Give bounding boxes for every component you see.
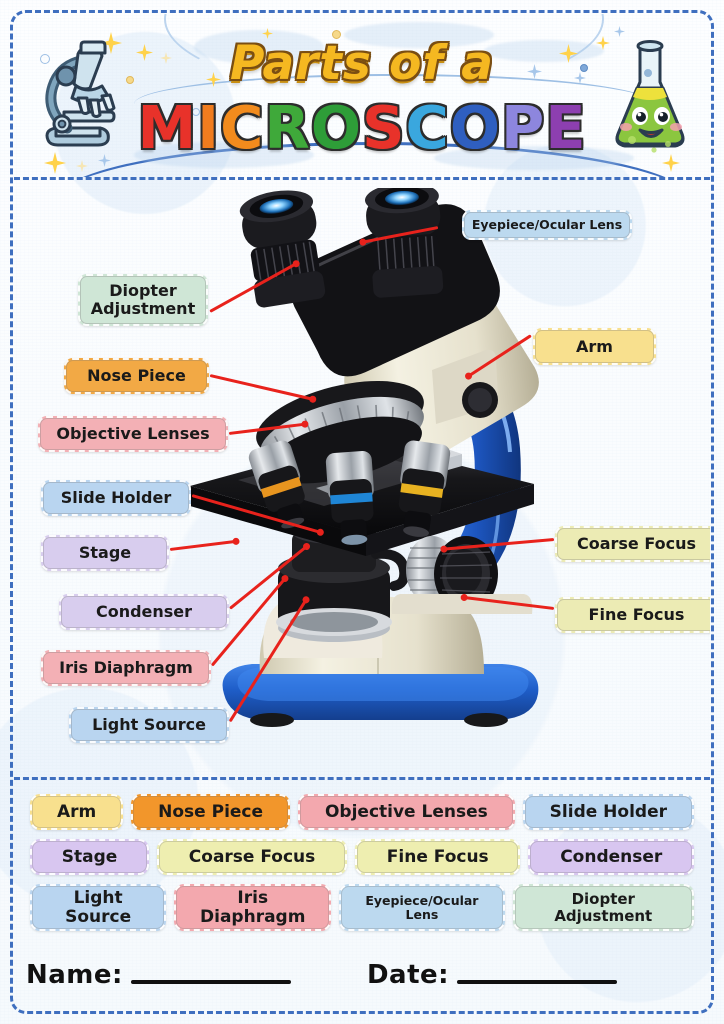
- name-field-group: Name:: [26, 960, 291, 990]
- label-iris[interactable]: Iris Diaphragm: [41, 650, 211, 686]
- dot-decoration: [332, 30, 341, 39]
- word-bank-chip[interactable]: Slide Holder: [522, 794, 694, 830]
- eyepiece-part: [365, 182, 444, 298]
- label-arm[interactable]: Arm: [533, 328, 656, 365]
- word-bank-chip[interactable]: Stage: [30, 839, 150, 875]
- date-label: Date:: [366, 960, 450, 990]
- label-slideholder[interactable]: Slide Holder: [41, 480, 191, 516]
- sparkle-icon: [262, 28, 273, 39]
- title-letter-7: O: [449, 93, 501, 162]
- microscope-mascot-icon: [34, 36, 130, 156]
- sparkle-icon: [614, 26, 625, 37]
- date-input-line[interactable]: [457, 980, 618, 984]
- page-title-line2: MICROSCOPE: [14, 98, 710, 157]
- label-diopter[interactable]: Diopter Adjustment: [78, 274, 208, 326]
- dot-decoration: [126, 76, 134, 84]
- label-coarse[interactable]: Coarse Focus: [555, 526, 710, 562]
- label-objective[interactable]: Objective Lenses: [38, 416, 228, 452]
- word-bank-chip[interactable]: Eyepiece/Ocular Lens: [339, 884, 505, 932]
- header-panel: Parts of a MICROSCOPE: [14, 14, 710, 180]
- cloud-blob: [134, 142, 314, 168]
- sparkle-icon: [76, 160, 88, 172]
- label-fine[interactable]: Fine Focus: [555, 597, 710, 633]
- word-bank-chip[interactable]: Nose Piece: [131, 794, 291, 830]
- nosepiece-part: [256, 380, 424, 484]
- title-letter-6: C: [405, 93, 450, 162]
- label-nosepiece[interactable]: Nose Piece: [64, 358, 209, 394]
- cloud-blob: [194, 30, 324, 64]
- label-lightsource[interactable]: Light Source: [69, 707, 229, 743]
- title-letter-0: M: [137, 93, 198, 162]
- fine-focus-part: [434, 536, 498, 612]
- flask-mascot-icon: [604, 32, 696, 160]
- word-bank-chip[interactable]: Objective Lenses: [298, 794, 515, 830]
- cloud-swoosh-mid: [134, 74, 654, 134]
- date-field-group: Date:: [366, 960, 618, 990]
- title-letter-9: E: [545, 93, 587, 162]
- word-bank-chip[interactable]: Coarse Focus: [157, 839, 348, 875]
- dot-decoration: [40, 54, 50, 64]
- title-letter-3: R: [264, 93, 311, 162]
- title-letter-2: C: [220, 93, 265, 162]
- name-input-line[interactable]: [130, 980, 291, 984]
- word-bank-chip[interactable]: Iris Diaphragm: [174, 884, 332, 932]
- diopter-adjustment-part: [239, 190, 326, 308]
- title-letter-8: P: [500, 93, 546, 162]
- page-title-line1: Parts of a: [230, 36, 494, 91]
- cloud-blob: [434, 146, 634, 170]
- label-eyepiece[interactable]: Eyepiece/Ocular Lens: [462, 210, 632, 240]
- microscope-illustration: [164, 182, 594, 748]
- word-bank-chip[interactable]: Fine Focus: [355, 839, 521, 875]
- word-bank-chip[interactable]: Arm: [30, 794, 124, 830]
- word-bank-chip[interactable]: Diopter Adjustment: [512, 884, 694, 932]
- title-letter-1: I: [197, 93, 221, 162]
- page-dashed-frame: [10, 10, 714, 1014]
- cloud-blob: [344, 22, 494, 48]
- cloud-blob: [484, 40, 604, 62]
- name-label: Name:: [26, 960, 123, 990]
- cloud-swoosh-bottom: [54, 142, 694, 177]
- title-letter-4: O: [310, 93, 363, 162]
- dot-decoration: [192, 108, 200, 116]
- label-stage[interactable]: Stage: [41, 535, 169, 571]
- label-condenser[interactable]: Condenser: [59, 594, 229, 630]
- dot-decoration: [580, 64, 588, 72]
- word-bank-chip[interactable]: Condenser: [528, 839, 695, 875]
- name-date-row: Name: Date:: [26, 944, 686, 990]
- title-letter-5: S: [362, 93, 406, 162]
- objective-lenses-part: [248, 440, 451, 545]
- word-bank-chip[interactable]: Light Source: [30, 884, 167, 932]
